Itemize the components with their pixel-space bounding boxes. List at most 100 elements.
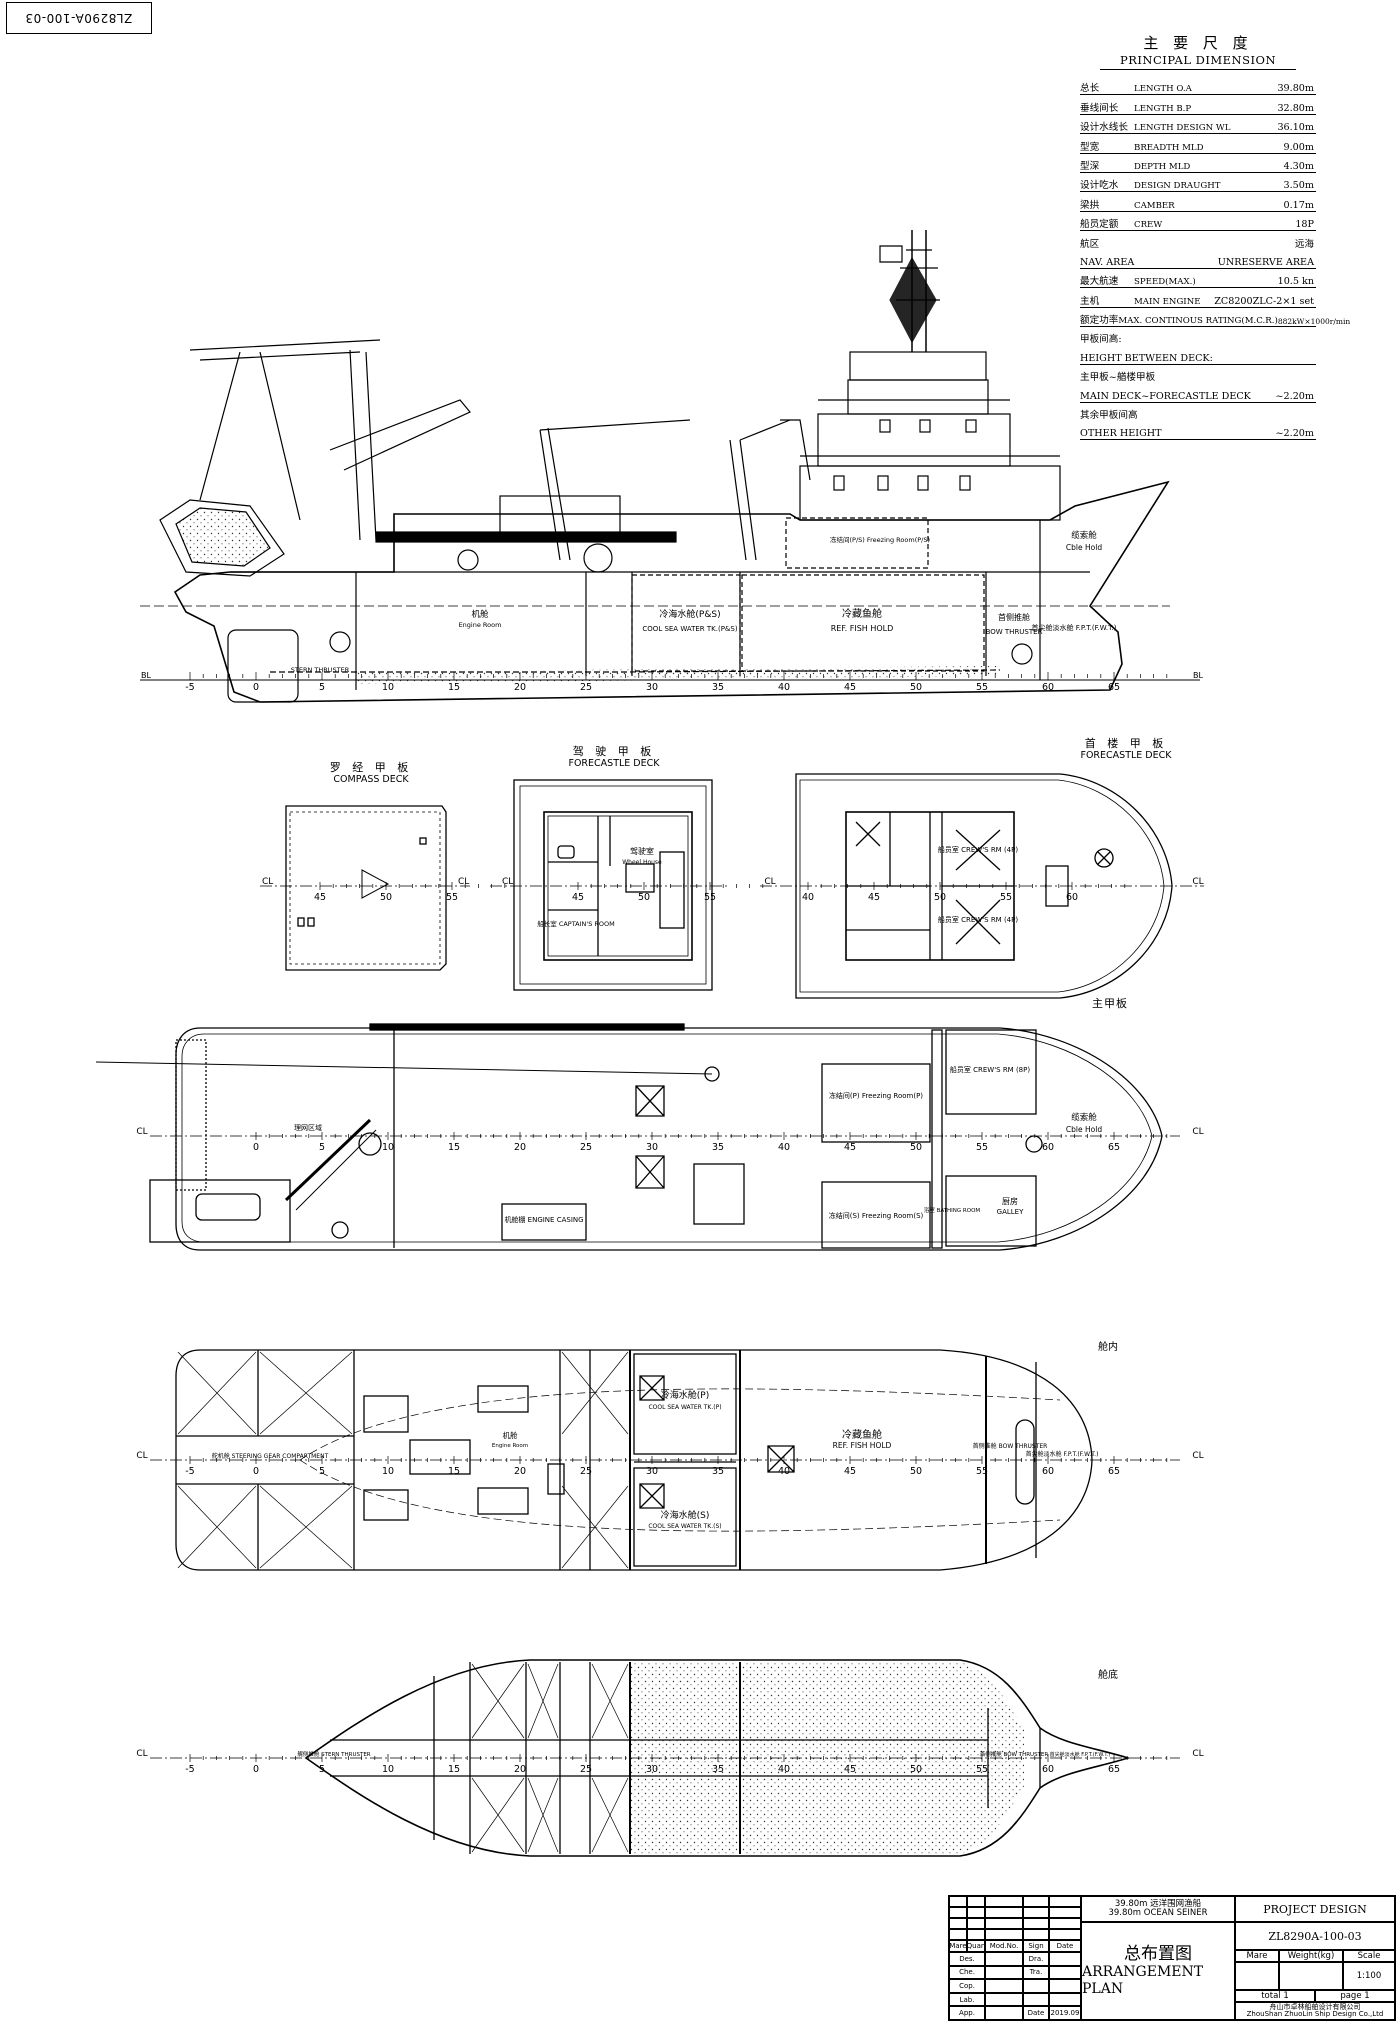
revision-cell <box>949 1918 967 1929</box>
main-galley-en: GALLEY <box>997 1208 1024 1216</box>
revision-header: Mare <box>949 1940 967 1952</box>
vessel-name-cell: 39.80m 远洋围网渔船 39.80m OCEAN SEINER <box>1081 1896 1235 1922</box>
revision-cell <box>1049 1907 1081 1918</box>
frame-number-label: 30 <box>646 1764 658 1775</box>
signature-cell <box>1049 1952 1081 1966</box>
page-number: page 1 <box>1315 1990 1395 2002</box>
hold-engine-cn: 机舱 <box>503 1430 518 1440</box>
frame-number-label: 20 <box>514 1142 526 1153</box>
hold-ref-en: REF. FISH HOLD <box>833 1441 892 1450</box>
revision-cell <box>949 1896 967 1907</box>
revision-cell <box>985 1907 1023 1918</box>
frame-number-label: 50 <box>910 1466 922 1477</box>
bridge-deck-caption: 驾 驶 甲 板 FORECASTLE DECK <box>556 745 672 770</box>
signature-date: 2019.09 <box>1049 2006 1081 2020</box>
main-deck-caption: 主甲板 <box>1080 997 1140 1011</box>
signature-role-right: Tra. <box>1023 1965 1049 1980</box>
principal-dimension-row: OTHER HEIGHT~2.20m <box>1080 421 1316 441</box>
signature-role: Che. <box>949 1965 985 1980</box>
dimension-value: UNRESERVE AREA <box>1217 256 1314 268</box>
frame-number-label: 65 <box>1108 1764 1120 1775</box>
main-cable-hold-cn: 缆索舱 <box>1071 1112 1097 1123</box>
frame-number-label: -5 <box>185 1466 194 1477</box>
frame-number-label: 35 <box>712 1466 724 1477</box>
frame-number-label: 50 <box>910 1764 922 1775</box>
frame-number-label: 40 <box>778 1466 790 1477</box>
bottom-bow-thruster: 首侧推舱 BOW THRUSTER <box>980 1750 1049 1758</box>
revision-header: Date <box>1049 1940 1081 1952</box>
principal-dimension-row: 主甲板~艏楼甲板 <box>1080 365 1316 383</box>
bottom-title: 舱底 <box>1098 1668 1118 1681</box>
profile-ref-hold-en: REF. FISH HOLD <box>831 624 894 633</box>
signature-role: Des. <box>949 1952 985 1966</box>
dimension-value: 10.5 kn <box>1277 276 1314 288</box>
dimension-value: 9.00m <box>1283 141 1314 153</box>
bridge-deck-title-cn: 驾 驶 甲 板 <box>572 745 656 758</box>
company-name-cn: 舟山市卓林船舶设计有限公司 <box>1269 2003 1361 2011</box>
bridge-wheel-cn: 驾驶室 <box>630 846 654 856</box>
bottom-plan-labels: 艉侧推舱 STERN THRUSTER 首侧推舱 BOW THRUSTER 首尖… <box>136 1668 1203 1759</box>
signature-cell <box>985 1979 1023 1993</box>
frame-number-label: 55 <box>704 892 716 903</box>
forecastle-cl-right: CL <box>1192 877 1203 887</box>
principal-dimension-row: 航区远海 <box>1080 231 1316 250</box>
frame-number-label: 0 <box>253 1142 259 1153</box>
frame-number-label: 60 <box>1042 1142 1054 1153</box>
profile-labels: 机舱 Engine Room 冷海水舱(P&S) COOL SEA WATER … <box>141 530 1203 680</box>
main-galley-cn: 厨房 <box>1002 1196 1018 1206</box>
compass-deck-title-en: COMPASS DECK <box>333 773 409 785</box>
profile-engine-room-cn: 机舱 <box>471 609 489 620</box>
frame-number-label: 55 <box>976 1142 988 1153</box>
dimension-label-cn: 梁拱 <box>1080 199 1100 211</box>
dimension-value: 18P <box>1295 219 1314 231</box>
profile-cable-hold-en: Cble Hold <box>1066 543 1102 552</box>
profile-engine-room-en: Engine Room <box>459 621 502 629</box>
revision-header: Quan <box>966 1940 986 1952</box>
bottom-cl-right: CL <box>1192 1749 1203 1759</box>
frame-number-label: 40 <box>802 892 814 903</box>
dimension-label-cn: NAV. AREA <box>1080 256 1135 268</box>
dimension-value: 36.10m <box>1277 122 1314 134</box>
scale-header: Scale <box>1343 1950 1395 1962</box>
frame-number-label: 50 <box>910 682 922 693</box>
revision-cell <box>1049 1929 1081 1940</box>
frame-number-label: 45 <box>844 682 856 693</box>
dimension-label-cn: 设计水线长 <box>1080 122 1128 134</box>
hold-bow-thruster: 首侧推舱 BOW THRUSTER <box>973 1442 1048 1450</box>
forecastle-deck-plan <box>760 773 1204 999</box>
principal-dimension-row: 其余甲板间高 <box>1080 403 1316 421</box>
frame-number-label: 55 <box>1000 892 1012 903</box>
bottom-cl-left: CL <box>136 1749 147 1759</box>
frame-number-label: 10 <box>382 1142 394 1153</box>
frame-number-label: 50 <box>934 892 946 903</box>
forecastle-crew-room-1: 船员室 CREW'S RM (4P) <box>938 845 1018 854</box>
frame-number-label: 60 <box>1066 892 1078 903</box>
hold-plan <box>150 1349 1180 1571</box>
profile-cool-sea-en: COOL SEA WATER TK.(P&S) <box>642 625 737 633</box>
main-net-area: 理网区域 <box>294 1123 322 1132</box>
frame-number-label: 50 <box>380 892 392 903</box>
frame-number-label: 45 <box>868 892 880 903</box>
drawing-title-en: ARRANGEMENT PLAN <box>1082 1964 1204 1998</box>
signature-role: Lab. <box>949 1992 985 2007</box>
signature-cell <box>1049 1965 1081 1980</box>
frame-number-label: 50 <box>910 1142 922 1153</box>
dimension-label-cn: 垂线间长 <box>1080 102 1119 114</box>
revision-header: Sign <box>1023 1940 1049 1952</box>
frame-number-label: 35 <box>712 682 724 693</box>
frame-number-label: 20 <box>514 682 526 693</box>
drawing-no-text: ZL8290A-100-03 <box>1268 1929 1362 1943</box>
frame-number-label: 15 <box>448 1466 460 1477</box>
drawing-no-cell: ZL8290A-100-03 <box>1235 1922 1395 1950</box>
bridge-deck-title-en: FORECASTLE DECK <box>568 757 660 769</box>
frame-number-label: 0 <box>253 1466 259 1477</box>
scale-value: 1:100 <box>1343 1962 1395 1990</box>
